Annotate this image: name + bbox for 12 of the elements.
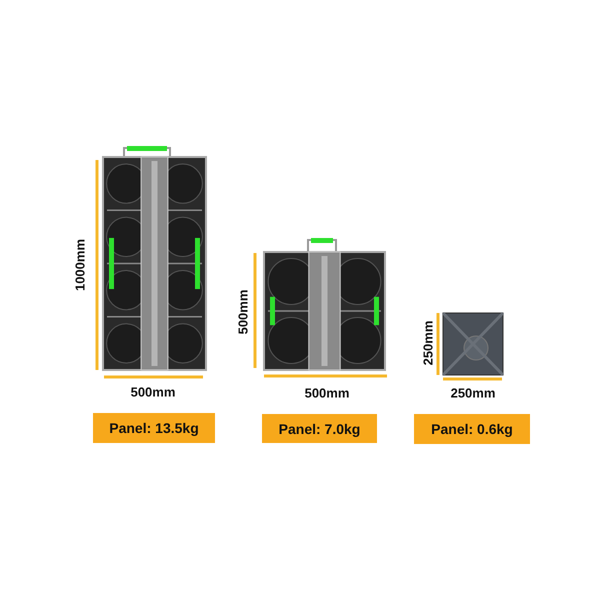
weight-label-box	[262, 414, 377, 443]
weight-text: Panel: 0.6kg	[431, 421, 513, 437]
dimension-label: 250mm	[450, 386, 496, 400]
dimension-label: 500mm	[304, 386, 350, 400]
weight-text: Panel: 7.0kg	[278, 420, 360, 436]
dimension-label: 500mm	[236, 290, 250, 334]
dimension-label: 1000mm	[74, 238, 86, 292]
weight-text: Panel: 13.5kg	[109, 420, 199, 436]
dimension-label: 250mm	[422, 320, 434, 366]
weight-label-box	[414, 414, 530, 444]
dimension-label: 500mm	[130, 386, 176, 398]
weight-label-box	[93, 413, 215, 443]
